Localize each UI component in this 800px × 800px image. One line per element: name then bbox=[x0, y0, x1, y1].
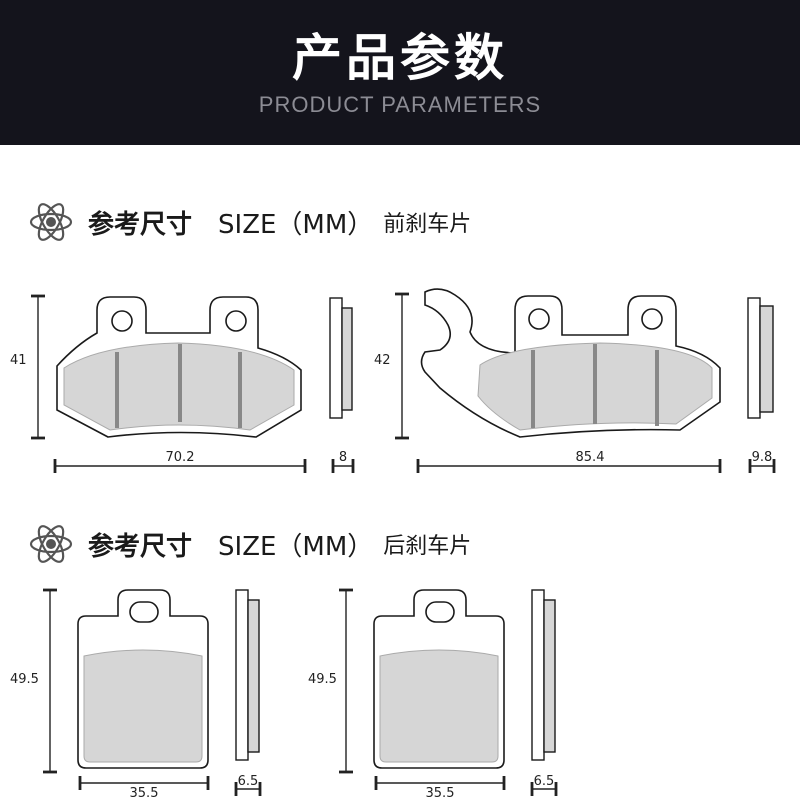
height-label: 42 bbox=[374, 353, 391, 368]
size-unit-label: SIZE（MM） bbox=[218, 531, 374, 562]
front-pad-2-dimensions: 42 85.4 9.8 bbox=[374, 292, 776, 473]
size-unit-label: SIZE（MM） bbox=[218, 209, 374, 240]
atom-icon bbox=[29, 525, 73, 563]
width-label: 35.5 bbox=[130, 786, 159, 800]
pad-type-label: 前刹车片 bbox=[383, 212, 472, 237]
height-label: 41 bbox=[10, 353, 27, 368]
height-label: 49.5 bbox=[308, 672, 337, 687]
atom-icon bbox=[29, 203, 73, 241]
rear-pad-2-dimensions: 49.5 35.5 6.5 bbox=[308, 588, 558, 800]
height-label: 49.5 bbox=[10, 672, 39, 687]
rear-pad-1-drawing bbox=[77, 589, 260, 769]
pad-type-label: 后刹车片 bbox=[383, 534, 472, 559]
front-pad-2-drawing bbox=[420, 288, 774, 438]
front-pad-1-dimensions: 41 70.2 8 bbox=[10, 294, 355, 473]
front-section-title: 参考尺寸 SIZE（MM） 前刹车片 bbox=[28, 200, 471, 244]
page-title: 产品参数 bbox=[292, 29, 508, 87]
width-label: 85.4 bbox=[576, 450, 605, 465]
header-banner: 产品参数 PRODUCT PARAMETERS bbox=[0, 0, 800, 145]
thickness-label: 9.8 bbox=[752, 450, 773, 465]
thickness-label: 6.5 bbox=[238, 774, 259, 789]
section-heading: 参考尺寸 bbox=[88, 209, 193, 240]
front-pad-1-drawing bbox=[56, 296, 353, 438]
thickness-label: 8 bbox=[339, 450, 347, 465]
width-label: 70.2 bbox=[166, 450, 195, 465]
width-label: 35.5 bbox=[426, 786, 455, 800]
thickness-label: 6.5 bbox=[534, 774, 555, 789]
rear-pad-2-drawing bbox=[373, 589, 556, 769]
page-subtitle: PRODUCT PARAMETERS bbox=[258, 92, 542, 117]
rear-section-title: 参考尺寸 SIZE（MM） 后刹车片 bbox=[28, 522, 471, 566]
rear-pad-1-dimensions: 49.5 35.5 6.5 bbox=[10, 588, 262, 800]
section-heading: 参考尺寸 bbox=[88, 531, 193, 562]
